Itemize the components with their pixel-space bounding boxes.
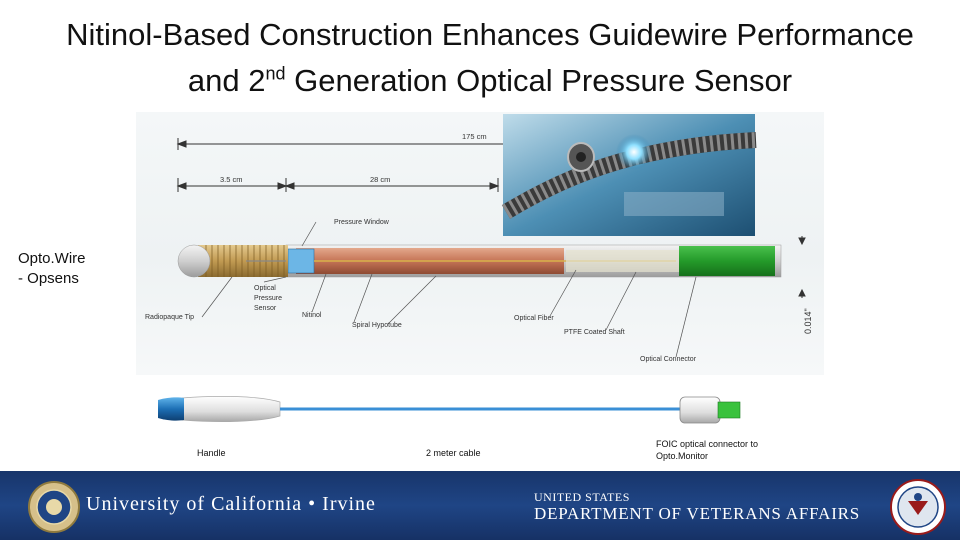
handle-cable-assembly [158, 396, 741, 424]
footer-banner: University of California • Irvine UNITED… [0, 471, 960, 540]
guidewire-diagram: 175 cm 3.5 cm 28 cm [136, 112, 824, 375]
guidewire-diagram-svg: 175 cm 3.5 cm 28 cm [145, 114, 813, 363]
radiopaque-tip-bulb [177, 244, 211, 278]
dimension-mid [284, 178, 500, 192]
dimension-mid-label: 28 cm [370, 175, 390, 184]
sensor-closeup-photo [501, 114, 757, 236]
label-optical-sensor-3: Sensor [254, 305, 277, 312]
caption-connector-line1: FOIC optical connector to [656, 439, 759, 449]
title-line-2-start: and 2 [187, 63, 266, 98]
dimension-tip [176, 178, 288, 192]
label-optical-sensor-2: Pressure [254, 295, 282, 302]
va-wordmark-main: DEPARTMENT OF VETERANS AFFAIRS [534, 504, 861, 523]
product-maker: - Opsens [18, 270, 79, 287]
label-pressure-window: Pressure Window [334, 219, 390, 226]
foic-connector-tip [717, 401, 741, 419]
label-optical-connector: Optical Connector [640, 356, 697, 363]
guidewire-body [177, 244, 782, 278]
caption-handle: Handle [197, 448, 226, 458]
product-name: Opto.Wire [18, 250, 86, 267]
dimension-tip-label: 3.5 cm [220, 175, 243, 184]
label-nitinol: Nitinol [302, 312, 322, 319]
handle-cap [158, 397, 184, 421]
va-seal-icon [890, 479, 946, 535]
product-label: Opto.Wire - Opsens [18, 249, 86, 289]
title-line-2-end: Generation Optical Pressure Sensor [285, 63, 793, 98]
label-optical-sensor-1: Optical [254, 285, 276, 292]
leader-lines [201, 221, 697, 358]
dimension-total-label: 175 cm [462, 132, 487, 141]
dimension-diameter [798, 236, 806, 298]
label-ptfe-shaft: PTFE Coated Shaft [564, 329, 625, 336]
dimension-diameter-label: 0.014" [803, 308, 813, 334]
caption-connector: FOIC optical connector to Opto.Monitor [656, 438, 758, 462]
label-spiral-hypotube: Spiral Hypotube [352, 322, 402, 329]
foic-connector [679, 396, 721, 424]
caption-cable: 2 meter cable [426, 448, 481, 458]
label-radiopaque-tip: Radiopaque Tip [145, 314, 194, 321]
title-superscript: nd [265, 63, 286, 84]
handle-body [181, 396, 281, 422]
title-line-2: and 2nd Generation Optical Pressure Sens… [20, 58, 960, 104]
label-optical-fiber: Optical Fiber [514, 315, 554, 322]
dimension-total [176, 138, 504, 150]
va-wordmark-top: UNITED STATES [534, 490, 630, 504]
slide-title: Nitinol-Based Construction Enhances Guid… [20, 12, 960, 104]
uci-wordmark: University of California • Irvine [86, 493, 376, 515]
title-line-1: Nitinol-Based Construction Enhances Guid… [66, 17, 914, 52]
caption-connector-line2: Opto.Monitor [656, 451, 709, 461]
uci-seal-icon [28, 481, 80, 533]
